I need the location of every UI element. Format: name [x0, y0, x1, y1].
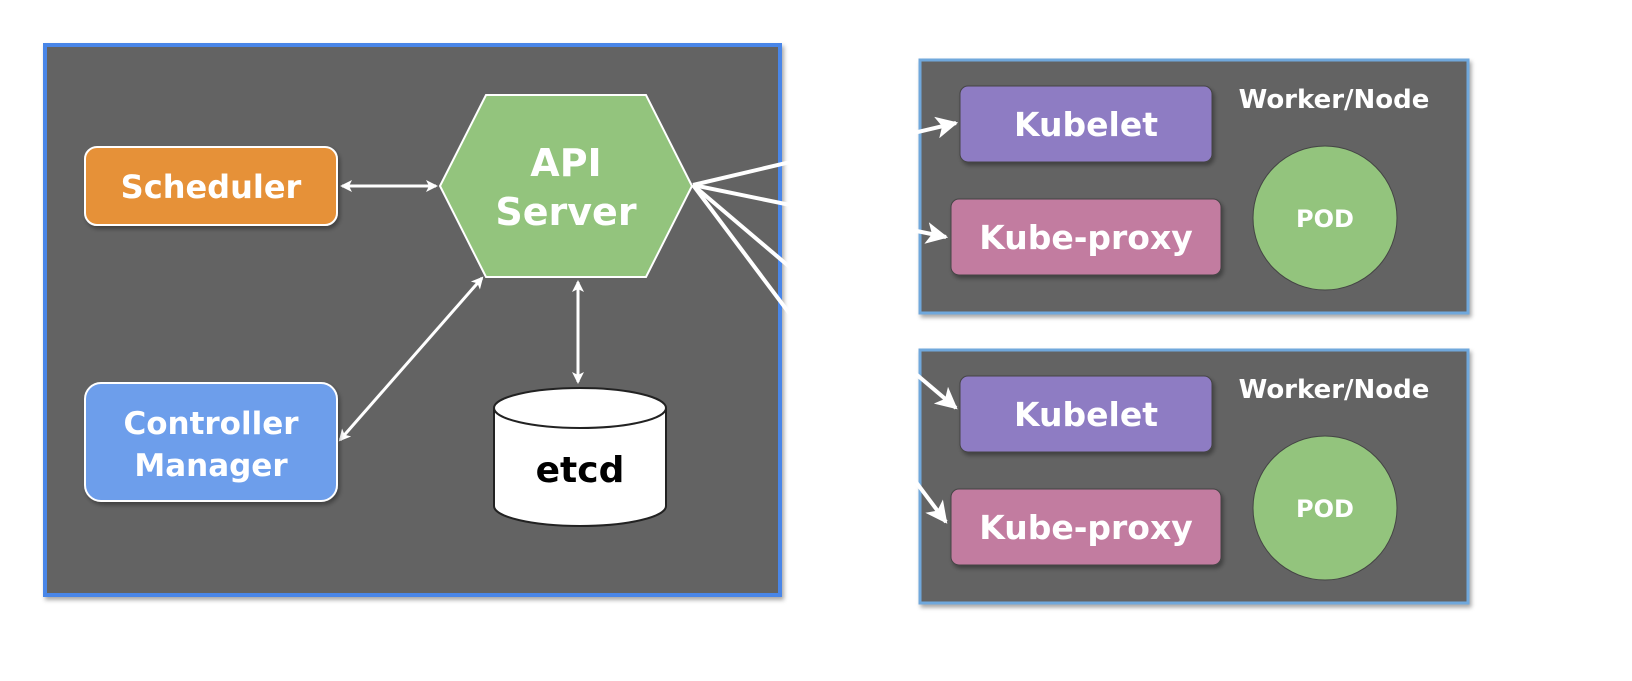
kubelet-box-2[interactable]	[959, 375, 1213, 453]
kube-proxy-box-1[interactable]	[950, 198, 1222, 276]
api-to-kubeproxy-1-arrow	[692, 183, 949, 244]
kube-proxy-label-1: Kube-proxy	[979, 218, 1193, 257]
control-plane-arrows	[338, 180, 584, 442]
control-plane-panel	[43, 43, 782, 597]
scheduler-label: Scheduler	[121, 168, 302, 206]
worker-node-title-1: Worker/Node	[1239, 85, 1430, 115]
kubelet-label-2: Kubelet	[1014, 395, 1158, 434]
kube-proxy-label-2: Kube-proxy	[979, 508, 1193, 547]
controller-manager-label-line2: Manager	[134, 448, 288, 484]
controller-api-arrow	[338, 276, 484, 442]
pod-label-2: POD	[1296, 495, 1354, 523]
scheduler-box[interactable]	[84, 146, 338, 226]
etcd-cylinder[interactable]	[493, 387, 667, 527]
api-to-worker-arrows	[691, 116, 959, 524]
worker-node-title-2: Worker/Node	[1239, 375, 1430, 405]
api-to-kubeproxy-2-arrow	[691, 183, 948, 524]
etcd-label: etcd	[536, 450, 625, 491]
kubelet-box-1[interactable]	[959, 85, 1213, 163]
pod-circle-1[interactable]	[1252, 145, 1398, 291]
api-server-label-line1: API	[530, 141, 601, 185]
controller-manager-label-line1: Controller	[123, 406, 299, 442]
api-to-kubelet-1-arrow	[692, 116, 959, 187]
kube-proxy-box-2[interactable]	[950, 488, 1222, 566]
api-to-kubelet-2-arrow	[691, 183, 958, 410]
kubelet-label-1: Kubelet	[1014, 105, 1158, 144]
controller-manager-box[interactable]	[84, 382, 338, 502]
pod-circle-2[interactable]	[1252, 435, 1398, 581]
api-server-hexagon[interactable]	[438, 94, 694, 278]
pod-label-1: POD	[1296, 205, 1354, 233]
api-server-label-line2: Server	[495, 190, 636, 234]
